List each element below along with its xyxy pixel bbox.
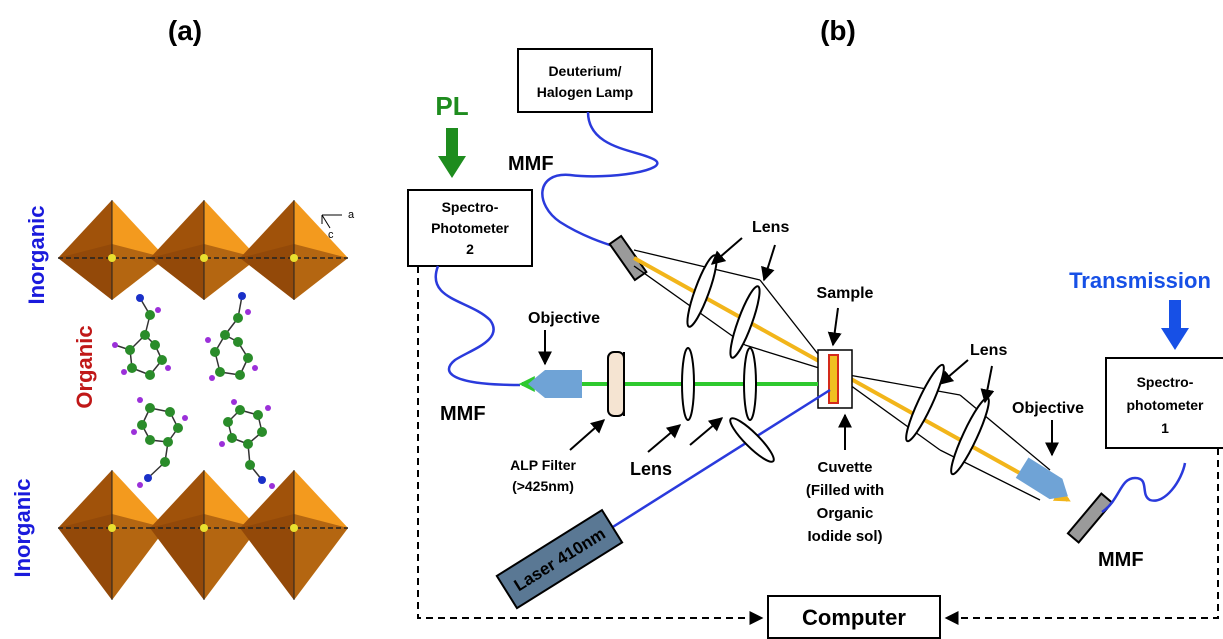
lamp-fiber: [541, 111, 659, 252]
lens: [686, 254, 718, 328]
mirror-bottom: [1066, 492, 1114, 544]
lens-top-arrow-2: [761, 244, 776, 282]
alp-filter-line-1: ALP Filter: [510, 457, 576, 473]
transmission-label: Transmission: [1069, 268, 1211, 293]
lens-bottom-label: Lens: [630, 459, 672, 479]
pl-label: PL: [435, 91, 468, 121]
organic-molecules: [114, 295, 263, 481]
cuvette-line-2: (Filled with: [806, 482, 884, 499]
spectrophotometer-1: Spectro- photometer 1: [1105, 357, 1223, 449]
mmf-left-label: MMF: [440, 403, 486, 425]
inorganic-top-label: Inorganic: [24, 205, 49, 304]
computer-box: Computer: [767, 595, 941, 639]
spectro2-line-2: Photometer: [431, 220, 509, 236]
lens-top-label: Lens: [752, 219, 789, 236]
pl-fiber: [434, 265, 521, 387]
panel-b-label: (b): [820, 15, 856, 46]
alp-filter-line-2: (>425nm): [512, 478, 574, 494]
mmf-right-label: MMF: [1098, 549, 1144, 571]
octahedron: [58, 470, 166, 600]
lens-right-arrow-2: [980, 365, 995, 404]
computer-label: Computer: [802, 605, 906, 630]
lamp-line-2: Halogen Lamp: [537, 84, 633, 100]
inorganic-bottom-label: Inorganic: [10, 478, 35, 577]
mmf-top-label: MMF: [508, 153, 554, 175]
octahedron: [150, 470, 258, 600]
cuvette: [817, 349, 853, 409]
panel-a-label: (a): [168, 15, 202, 46]
octahedra-row-top: [58, 200, 348, 300]
transmission-fiber: [1101, 462, 1187, 514]
lens-bottom-arrow-1: [647, 424, 682, 453]
link-spectro1-computer: [944, 448, 1219, 625]
lens: [743, 347, 757, 421]
spectro1-line-1: Spectro-: [1137, 374, 1194, 390]
lens: [729, 417, 775, 463]
objective-left-label: Objective: [528, 310, 600, 327]
spectrophotometer-2: Spectro- Photometer 2: [407, 189, 533, 267]
lens-right-arrow-1: [938, 359, 969, 385]
laser: Laser 410nm: [495, 508, 624, 610]
pl-arrow: [438, 128, 466, 178]
octahedron: [58, 200, 166, 300]
spectro2-line-1: Spectro-: [442, 199, 499, 215]
mirror-top: [608, 234, 648, 282]
spectro1-line-3: 1: [1161, 420, 1169, 436]
atoms: [112, 292, 275, 489]
lens-bottom-arrow-2: [689, 417, 724, 446]
lamp-box: Deuterium/ Halogen Lamp: [517, 48, 653, 113]
octahedron: [150, 200, 258, 300]
axis-a-label: a: [348, 209, 355, 221]
objective-right: [1015, 457, 1068, 500]
alp-filter-arrow: [569, 419, 606, 451]
laser-beam: [607, 388, 831, 532]
lamp-line-1: Deuterium/: [548, 63, 621, 79]
objective-right-label: Objective: [1012, 400, 1084, 417]
cuvette-line-4: Iodide sol): [808, 528, 883, 545]
lens-top-arrow-1: [710, 237, 743, 265]
cuvette-line-3: Organic: [817, 505, 874, 522]
crystal-axis-indicator: a c: [321, 209, 355, 241]
transmission-arrow: [1161, 300, 1189, 350]
lens: [905, 363, 945, 443]
alp-filter: [607, 351, 625, 417]
lens-right-label: Lens: [970, 342, 1007, 359]
octahedra-row-bottom: [58, 470, 348, 600]
lens: [681, 347, 695, 421]
octahedron: [240, 470, 348, 600]
spectro2-line-3: 2: [466, 241, 474, 257]
lens: [729, 285, 761, 359]
sample-arrow: [827, 307, 842, 347]
sample-label: Sample: [817, 285, 874, 302]
cuvette-line-1: Cuvette: [817, 459, 872, 476]
link-spectro2-computer: [417, 266, 764, 625]
axis-c-label: c: [328, 229, 334, 241]
octahedron: [240, 200, 348, 300]
organic-label: Organic: [72, 325, 97, 408]
spectro1-line-2: photometer: [1127, 397, 1205, 413]
objective-left: [528, 370, 582, 398]
